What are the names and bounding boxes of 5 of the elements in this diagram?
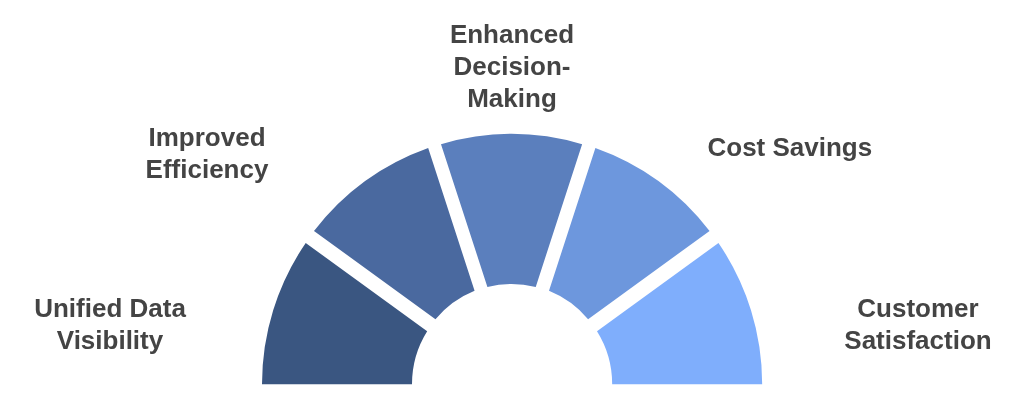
segment-label: Cost Savings	[707, 131, 873, 163]
segment-label: Enhanced Decision-Making	[448, 18, 576, 114]
segment-label: Improved Efficiency	[144, 121, 270, 185]
segment-label: Customer Satisfaction	[843, 292, 993, 356]
segment-label: Unified Data Visibility	[33, 292, 187, 356]
